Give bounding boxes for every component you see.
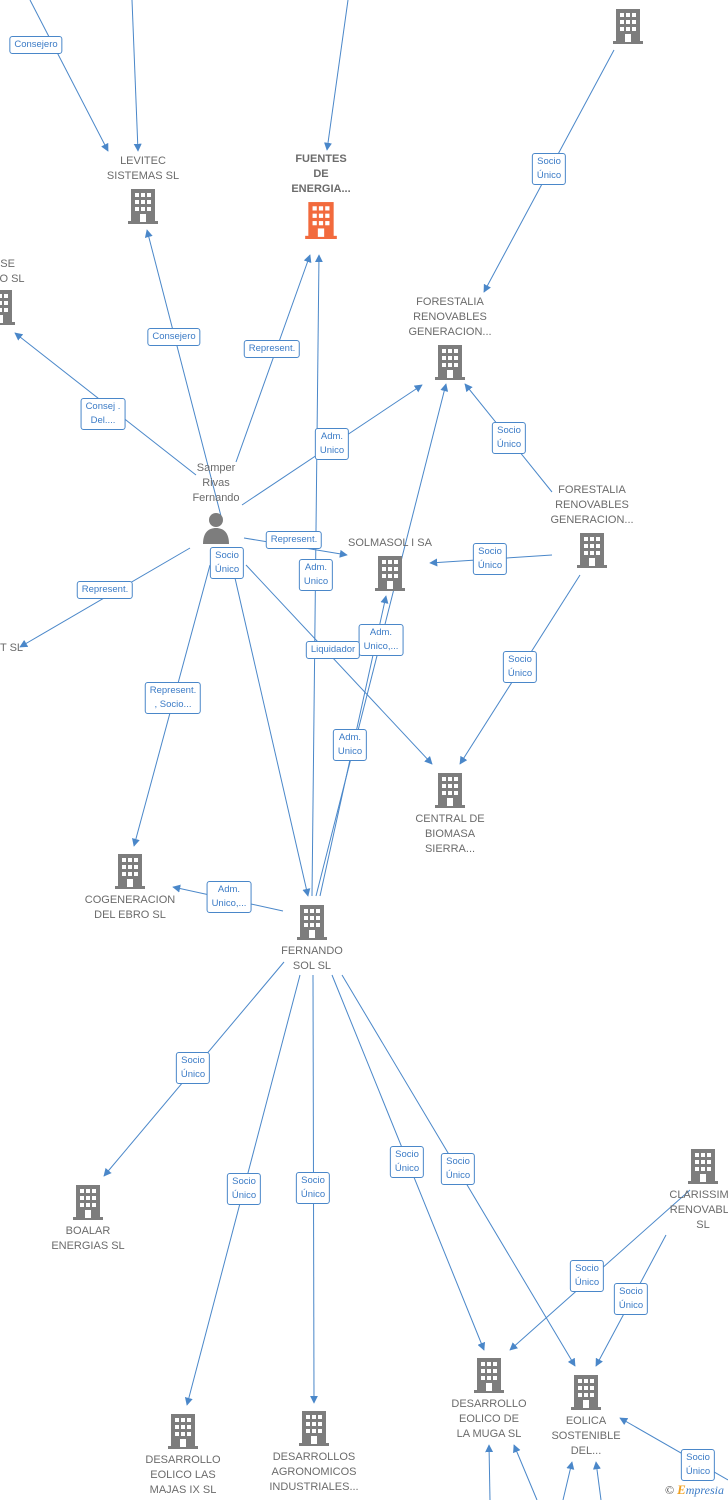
edge-label[interactable]: Adm. Unico,... [358,624,404,656]
edge-line [131,0,142,152]
edge-label[interactable]: Adm. Unico [314,428,350,460]
node-label: DESARROLLO EOLICO DE LA MUGA SL [451,1398,527,1440]
node-label: EOLICA SOSTENIBLE DEL... [551,1415,621,1457]
company-node-clarissimu[interactable]: CLARISSIMU RENOVABLE SL [658,1148,728,1233]
building-icon [577,533,607,568]
edge-label[interactable]: Represent. [243,340,301,358]
edge-label[interactable]: Socio Único [472,543,508,575]
company-node-forestalia-1[interactable]: FORESTALIA RENOVABLES GENERACION... [395,295,505,380]
building-icon [435,345,465,380]
company-node-ense[interactable]: ENSE NTO SL [0,257,45,325]
edge-line [245,564,433,765]
edge-label[interactable]: Socio Único [226,1173,262,1205]
edge-line [513,1444,538,1500]
edge-label[interactable]: Socio Único [613,1283,649,1315]
node-label: COGENERACION DEL EBRO SL [84,894,176,921]
edge-line [235,254,312,463]
node-label: Samper Rivas Fernando [192,462,240,504]
building-icon [299,1411,329,1446]
node-label: LEVITEC SISTEMAS SL [106,155,180,182]
copyright-symbol: © [664,1482,675,1497]
edge-label[interactable]: Socio Único [569,1260,605,1292]
empresia-logo[interactable]: Empresia [677,1482,724,1498]
edge-label[interactable]: Socio Único [680,1449,716,1481]
person-icon [203,513,229,544]
building-icon [375,556,405,591]
node-label: FORESTALIA RENOVABLES GENERACION... [408,296,492,338]
company-node-fuentes[interactable]: FUENTES DE ENERGIA... [266,152,376,239]
edge-label[interactable]: Consej . Del.... [80,398,126,430]
building-icon [115,854,145,889]
building-icon [168,1414,198,1449]
brand-rest: mpresia [685,1483,724,1497]
edge-label[interactable]: Consejero [9,36,63,54]
node-label: FERNANDO SOL SL [281,945,343,972]
node-label: DESARROLLO EOLICO LAS MAJAS IX SL [145,1454,221,1496]
edge-label[interactable]: Socio Único [531,153,567,185]
node-label: FORESTALIA RENOVABLES GENERACION... [550,484,634,526]
edge-label[interactable]: Represent. [265,531,323,549]
edge-line [29,0,109,152]
node-label: SOLMASOL I SA [348,537,432,549]
edge-line [562,1461,575,1500]
building-icon [0,290,15,325]
edge-label[interactable]: Adm. Unico [298,559,334,591]
edge-label[interactable]: Represent. [76,581,134,599]
company-node-agronomicos[interactable]: DESARROLLOS AGRONOMICOS INDUSTRIALES... [254,1410,374,1495]
building-icon [688,1149,718,1184]
edge-label[interactable]: Socio Único [440,1153,476,1185]
company-node-eolica[interactable]: EOLICA SOSTENIBLE DEL... [531,1374,641,1459]
company-node-majas[interactable]: DESARROLLO EOLICO LAS MAJAS IX SL [128,1413,238,1498]
node-label: CLARISSIMU RENOVABLE SL [669,1189,728,1231]
edge-line [592,1461,602,1500]
edge-label[interactable]: Adm. Unico [332,729,368,761]
node-label: T SL [0,642,24,654]
company-node-top-right[interactable] [598,8,658,44]
edge-label[interactable]: Socio Único [502,651,538,683]
edge-line [144,229,223,521]
edge-label[interactable]: Socio Único [209,547,245,579]
company-node-cogeneracion[interactable]: COGENERACION DEL EBRO SL [75,853,185,923]
building-icon [613,9,643,44]
node-label: DESARROLLOS AGRONOMICOS INDUSTRIALES... [269,1451,359,1493]
edge-label[interactable]: Adm. Unico,... [206,881,252,913]
company-node-fernando-sol[interactable]: FERNANDO SOL SL [257,904,367,974]
edge-line [324,0,349,151]
company-node-t-sl[interactable]: T SL [0,641,30,656]
company-node-boalar[interactable]: BOALAR ENERGIAS SL [33,1184,143,1254]
building-icon [305,202,337,239]
person-node-samper[interactable]: Samper Rivas Fernando [176,461,256,544]
edge-label[interactable]: Consejero [147,328,201,346]
company-node-forestalia-2[interactable]: FORESTALIA RENOVABLES GENERACION... [537,483,647,568]
node-label: FUENTES DE ENERGIA... [291,153,351,195]
node-label: ENSE NTO SL [0,258,25,285]
node-label: CENTRAL DE BIOMASA SIERRA... [415,813,485,855]
company-node-solmasol[interactable]: SOLMASOL I SA [335,536,445,591]
brand-initial: E [677,1482,686,1497]
building-icon [474,1358,504,1393]
edge-label[interactable]: Represent. , Socio... [144,682,202,714]
edge-line [231,564,311,897]
company-node-muga[interactable]: DESARROLLO EOLICO DE LA MUGA SL [434,1357,544,1442]
building-icon [435,773,465,808]
building-icon [297,905,327,940]
edge-label[interactable]: Socio Único [491,422,527,454]
edge-label[interactable]: Socio Único [389,1146,425,1178]
company-node-levitec[interactable]: LEVITEC SISTEMAS SL [88,154,198,224]
copyright-footer: © Empresia [665,1482,724,1498]
edge-label[interactable]: Liquidador [305,641,361,659]
edge-label[interactable]: Socio Único [295,1172,331,1204]
building-icon [128,189,158,224]
company-node-biomasa[interactable]: CENTRAL DE BIOMASA SIERRA... [395,772,505,857]
edge-label[interactable]: Socio Único [175,1052,211,1084]
building-icon [73,1185,103,1220]
edge-line [485,1444,494,1500]
building-icon [571,1375,601,1410]
node-label: BOALAR ENERGIAS SL [51,1225,125,1252]
